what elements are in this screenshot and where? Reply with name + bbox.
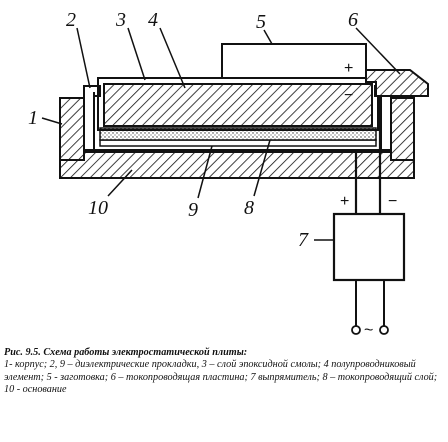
callout-8: 8 — [244, 197, 254, 219]
conductive-plate — [365, 69, 429, 97]
rectifier-plus-label: + — [340, 193, 349, 210]
callout-3: 3 — [115, 9, 126, 31]
leader-4 — [159, 27, 186, 89]
rectifier — [332, 212, 406, 282]
leader-1 — [41, 117, 63, 125]
semiconductor-element — [103, 83, 373, 127]
figure-caption: Рис. 9.5. Схема работы электростатическо… — [4, 347, 444, 397]
leader-2 — [76, 27, 91, 89]
workpiece-plus-sign: + — [344, 60, 353, 77]
leader-8 — [253, 139, 271, 197]
caption-legend: 1- корпус; 2, 9 – диэлектрические прокла… — [4, 359, 438, 396]
callout-1: 1 — [28, 107, 38, 129]
leader-9 — [197, 145, 213, 199]
electrostatic-plate-diagram: + − + − ~ 1 2 3 4 5 6 7 8 9 10 — [28, 9, 429, 339]
ac-input-symbol: ~ — [364, 322, 373, 339]
ac-terminal-left — [351, 325, 361, 335]
leader-5 — [263, 29, 273, 45]
dielectric-layer — [99, 139, 377, 147]
leader-6 — [355, 27, 401, 75]
callout-6: 6 — [348, 9, 358, 31]
callout-10: 10 — [88, 197, 108, 219]
callout-7: 7 — [298, 229, 309, 251]
housing-left-wall — [59, 97, 85, 161]
workpiece — [221, 43, 367, 79]
callout-9: 9 — [188, 199, 198, 221]
callout-4: 4 — [148, 9, 158, 31]
leader-10 — [107, 169, 133, 197]
callout-5: 5 — [256, 11, 266, 33]
rectifier-minus-label: − — [388, 193, 397, 210]
leader-3 — [127, 27, 146, 81]
housing-right-wall — [390, 97, 415, 161]
base-plate — [59, 151, 415, 179]
ac-terminal-right — [379, 325, 389, 335]
callout-2: 2 — [66, 9, 76, 31]
plate-minus-sign: − — [344, 87, 353, 104]
caption-title: Рис. 9.5. Схема работы электростатическо… — [4, 347, 248, 358]
